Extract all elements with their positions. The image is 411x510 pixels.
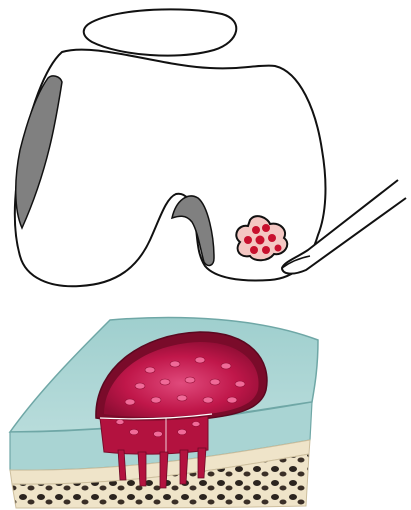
cartilage-block-panel <box>0 310 411 510</box>
knee-schematic-panel <box>0 0 411 300</box>
patella-outline <box>84 9 237 55</box>
